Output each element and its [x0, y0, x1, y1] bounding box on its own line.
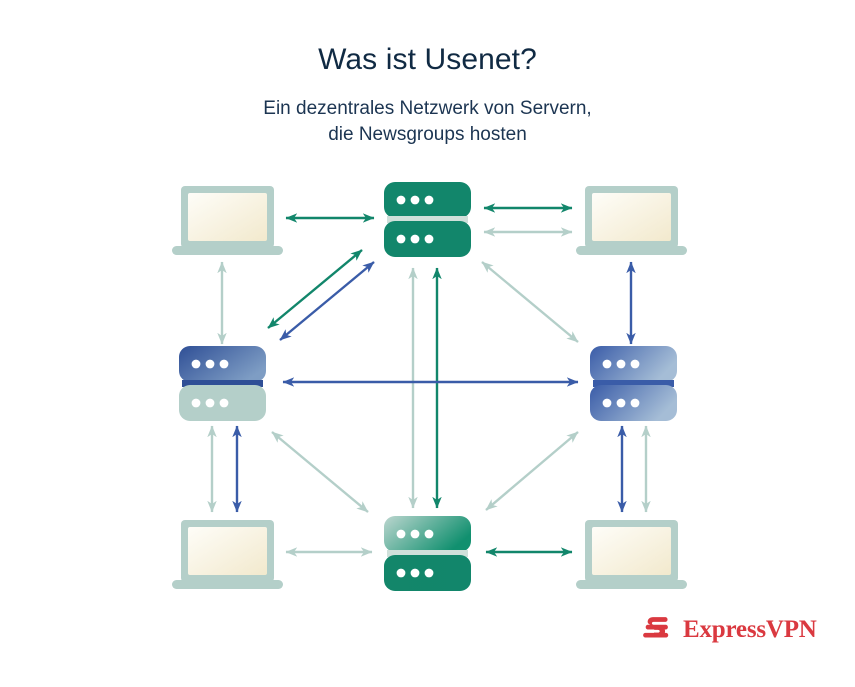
- connection-server-middle-right-server-bottom-center: [485, 431, 579, 511]
- node-laptop-bottom-right: [576, 520, 687, 589]
- expressvpn-logo: ExpressVPN: [640, 612, 817, 646]
- page-subtitle: Ein dezentrales Netzwerk von Servern, di…: [0, 78, 855, 147]
- node-laptop-bottom-left: [172, 520, 283, 589]
- connection-server-top-center-server-middle-right: [481, 261, 579, 343]
- expressvpn-e-mark-icon: [640, 612, 674, 646]
- header: Was ist Usenet? Ein dezentrales Netzwerk…: [0, 0, 855, 147]
- expressvpn-wordmark: ExpressVPN: [683, 615, 817, 643]
- node-laptop-top-right: [576, 186, 687, 255]
- connection-server-middle-left-server-bottom-center: [271, 431, 369, 513]
- connection-server-middle-left-server-top-center-green: [267, 249, 363, 329]
- page-title: Was ist Usenet?: [318, 43, 537, 76]
- connection-layer: [207, 203, 651, 557]
- node-server-top-center: [384, 182, 471, 257]
- node-laptop-top-left: [172, 186, 283, 255]
- node-server-middle-right: [590, 346, 677, 421]
- page-subtitle-line-2: die Newsgroups hosten: [328, 123, 527, 145]
- connection-server-middle-left-server-top-center-blue: [279, 261, 375, 341]
- node-layer: [172, 182, 687, 591]
- node-server-middle-left: [179, 346, 266, 421]
- node-server-bottom-center: [384, 516, 471, 591]
- page-subtitle-line-1: Ein dezentrales Netzwerk von Servern,: [263, 98, 592, 119]
